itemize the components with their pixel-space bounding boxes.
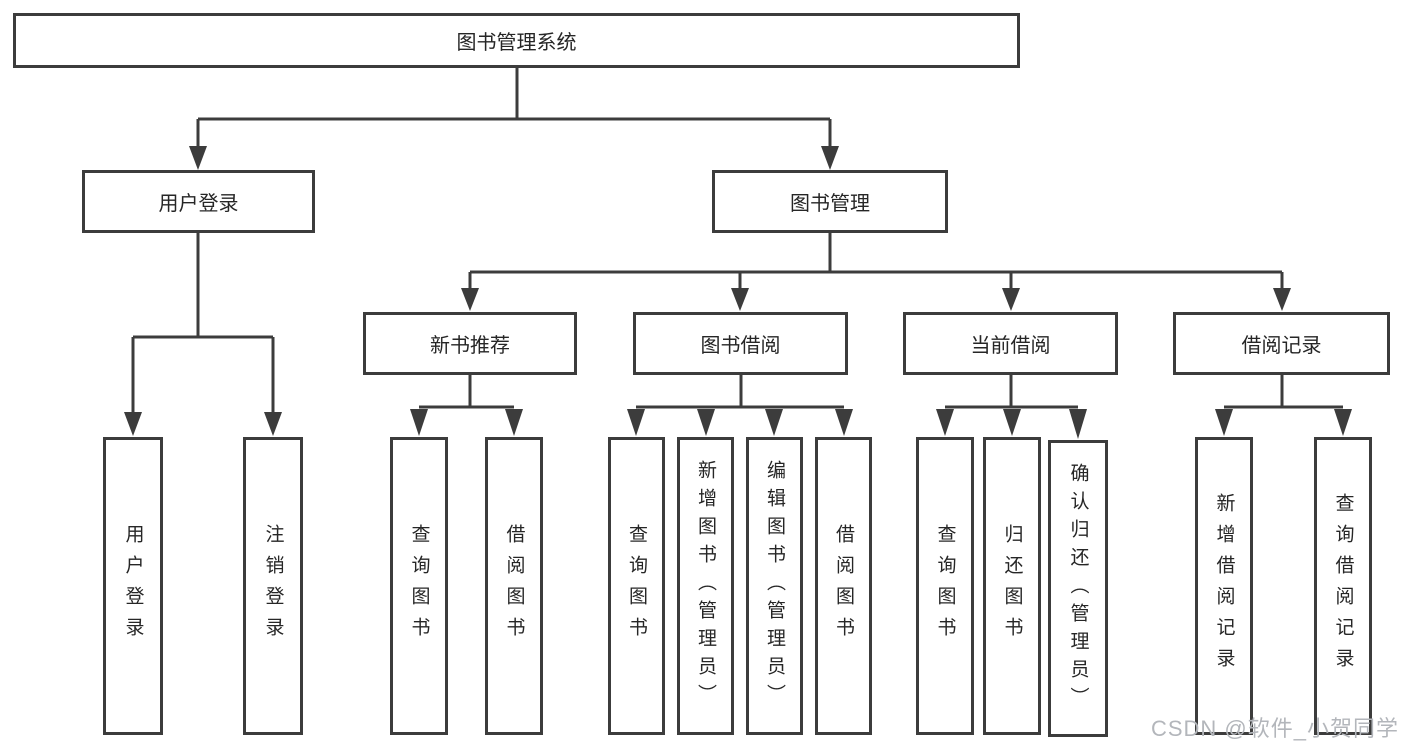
leaf-edit-books-admin-label: 编辑图书（管理员） — [764, 460, 785, 712]
leaf-query-borrow-record-label: 查询借阅记录 — [1332, 493, 1354, 679]
leaf-add-books-admin: 新增图书（管理员） — [677, 437, 734, 735]
leaf-query-books-recommend-label: 查询图书 — [408, 524, 430, 648]
leaf-query-books-borrow-label: 查询图书 — [626, 524, 647, 648]
node-book-management: 图书管理 — [712, 170, 948, 233]
leaf-edit-books-admin: 编辑图书（管理员） — [746, 437, 803, 735]
node-root-label: 图书管理系统 — [456, 32, 577, 54]
csdn-watermark: CSDN @软件_小贺同学 — [1150, 716, 1399, 741]
leaf-query-books-current: 查询图书 — [916, 437, 974, 735]
leaf-borrow-books: 借阅图书 — [815, 437, 872, 735]
leaf-borrow-books-recommend: 借阅图书 — [485, 437, 543, 735]
leaf-return-books: 归还图书 — [983, 437, 1041, 735]
node-borrowing-records: 借阅记录 — [1173, 312, 1390, 375]
leaf-add-borrow-record-label: 新增借阅记录 — [1213, 493, 1235, 679]
leaf-confirm-return-admin: 确认归还（管理员） — [1048, 440, 1108, 737]
leaf-query-books-current-label: 查询图书 — [934, 524, 956, 648]
node-book-borrowing-label: 图书借阅 — [700, 335, 781, 357]
leaf-user-login-label: 用户登录 — [122, 524, 144, 648]
node-root-library-system: 图书管理系统 — [13, 13, 1020, 68]
leaf-return-books-label: 归还图书 — [1001, 524, 1023, 648]
node-user-login-label: 用户登录 — [158, 193, 239, 215]
node-new-book-recommend: 新书推荐 — [363, 312, 577, 375]
node-new-book-recommend-label: 新书推荐 — [430, 335, 510, 357]
leaf-add-books-admin-label: 新增图书（管理员） — [695, 460, 716, 712]
node-current-borrowing: 当前借阅 — [903, 312, 1118, 375]
node-user-login: 用户登录 — [82, 170, 315, 233]
leaf-borrow-books-recommend-label: 借阅图书 — [503, 524, 525, 648]
node-book-management-label: 图书管理 — [790, 193, 870, 215]
leaf-query-books-recommend: 查询图书 — [390, 437, 448, 735]
node-borrowing-records-label: 借阅记录 — [1241, 335, 1322, 357]
leaf-logout-label: 注销登录 — [262, 524, 284, 648]
leaf-add-borrow-record: 新增借阅记录 — [1195, 437, 1253, 735]
node-current-borrowing-label: 当前借阅 — [970, 335, 1051, 357]
node-book-borrowing: 图书借阅 — [633, 312, 848, 375]
leaf-confirm-return-admin-label: 确认归还（管理员） — [1067, 462, 1089, 715]
leaf-query-borrow-record: 查询借阅记录 — [1314, 437, 1372, 735]
leaf-query-books-borrow: 查询图书 — [608, 437, 665, 735]
leaf-borrow-books-label: 借阅图书 — [833, 524, 854, 648]
leaf-user-login: 用户登录 — [103, 437, 163, 735]
leaf-logout: 注销登录 — [243, 437, 303, 735]
